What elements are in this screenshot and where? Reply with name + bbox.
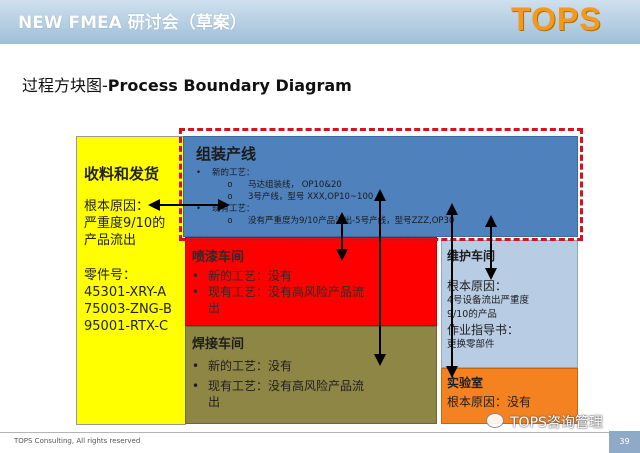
- maintenance-line3: 作业指导书：: [447, 323, 520, 337]
- maintenance-line2: 9/10的产品: [447, 309, 497, 320]
- tops-logo: TOPS: [511, 1, 602, 37]
- watermark-text: TOPS咨询管理: [510, 415, 603, 431]
- slide-title-prefix: 过程方块图-: [22, 76, 108, 95]
- assembly-sub1: 马达组装线， OP10&20: [248, 180, 342, 190]
- wechat-icon: [486, 413, 504, 428]
- circle-bullet-icon: o: [227, 216, 233, 226]
- part-number-2: 75003-ZNG-B: [84, 302, 172, 317]
- bullet-icon: •: [192, 269, 200, 283]
- maintenance-line4: 更换零部件: [447, 339, 495, 350]
- slide-title: 过程方块图-Process Boundary Diagram: [22, 72, 352, 96]
- maintenance-title: 维护车间: [447, 249, 496, 263]
- process-boundary-dashed-top: [179, 128, 583, 241]
- lab-line1: 根本原因：没有: [447, 395, 532, 409]
- receiving-title: 收料和发货: [84, 165, 160, 183]
- assembly-existing: 现有工艺：: [212, 204, 255, 214]
- paint-line3: 出: [208, 301, 221, 315]
- receiving-root-cause-label: 根本原因：: [84, 199, 150, 214]
- weld-line3: 出: [208, 395, 221, 409]
- circle-bullet-icon: o: [227, 180, 233, 190]
- paint-shop-box: 喷漆车间 • 新的工艺：没有 • 现有工艺：没有高风险产品流 出: [185, 237, 437, 326]
- assembly-sub2: 3号产线，型号 XXX,OP10~100: [248, 192, 374, 202]
- maintenance-root-label: 根本原因：: [447, 279, 508, 293]
- circle-bullet-icon: o: [227, 192, 233, 202]
- assembly-new-process: 新的工艺：: [212, 168, 255, 178]
- slide-title-suffix: Process Boundary Diagram: [107, 76, 352, 95]
- process-boundary-dashed-bottom: [179, 238, 583, 241]
- part-number-1: 45301-XRY-A: [84, 285, 167, 300]
- assembly-title: 组装产线: [196, 145, 257, 163]
- weld-title: 焊接车间: [192, 337, 245, 352]
- page-number: 39: [609, 431, 640, 453]
- slide-header: [0, 0, 640, 44]
- lab-title: 实验室: [447, 376, 484, 390]
- paint-line1: 新的工艺：没有: [208, 269, 293, 283]
- assembly-line-box: 组装产线 • 新的工艺： o 马达组装线， OP10&20 o 3号产线，型号 XXX…: [183, 136, 578, 237]
- bullet-icon: •: [196, 168, 202, 178]
- bullet-icon: •: [192, 359, 200, 373]
- maintenance-line1: 4号设备流出严重度: [447, 295, 530, 306]
- bullet-icon: •: [192, 285, 200, 299]
- receiving-root-cause-line2: 产品流出: [84, 233, 137, 248]
- part-number-3: 95001-RTX-C: [84, 319, 169, 334]
- welding-shop-box: 焊接车间 • 新的工艺：没有 • 现有工艺：没有高风险产品流 出: [185, 326, 437, 424]
- assembly-sub3: 没有严重度为9/10产品流出-5号产线，型号ZZZ,OP30: [248, 216, 455, 226]
- receiving-part-label: 零件号：: [84, 268, 137, 283]
- receiving-root-cause-line1: 严重度9/10的: [84, 216, 166, 231]
- paint-title: 喷漆车间: [192, 250, 245, 265]
- paint-line2: 现有工艺：没有高风险产品流: [208, 285, 365, 299]
- header-title: NEW FMEA 研讨会（草案）: [18, 13, 247, 33]
- weld-line2: 现有工艺：没有高风险产品流: [208, 379, 365, 393]
- footer-divider: [0, 432, 640, 433]
- receiving-shipping-box: 收料和发货 根本原因： 严重度9/10的 产品流出 零件号： 45301-XRY…: [76, 136, 186, 425]
- laboratory-box: 实验室 根本原因：没有: [441, 368, 578, 424]
- bullet-icon: •: [192, 379, 200, 393]
- footer-copyright: TOPS Consulting, All rights reserved: [14, 437, 141, 445]
- maintenance-shop-box: 维护车间 根本原因： 4号设备流出严重度 9/10的产品 作业指导书： 更换零部…: [441, 240, 578, 368]
- weld-line1: 新的工艺：没有: [208, 359, 293, 373]
- process-boundary-dashed-right: [576, 128, 583, 241]
